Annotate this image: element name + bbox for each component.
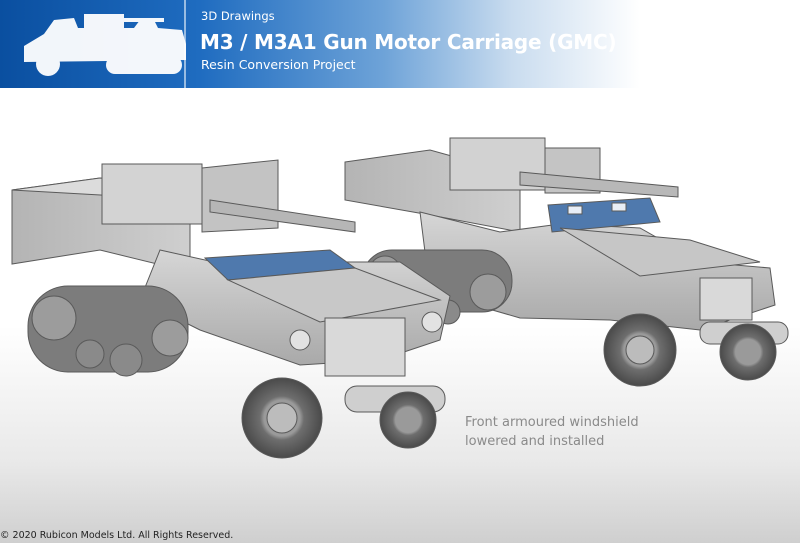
vehicle-right <box>344 137 789 387</box>
page-subtitle: Resin Conversion Project <box>201 57 356 72</box>
vehicle-left-far-wheel <box>379 391 437 449</box>
copyright-notice: © 2020 Rubicon Models Ltd. All Rights Re… <box>0 530 234 541</box>
vehicle-left-gun-shield-side <box>201 159 279 233</box>
vehicle-right-hood <box>559 227 761 277</box>
vehicle-left-gun-barrel <box>209 199 356 233</box>
header-eyebrow: 3D Drawings <box>201 9 275 23</box>
model-render <box>11 137 789 459</box>
halftrack-silhouette-icon <box>24 14 186 76</box>
vehicle-left <box>11 159 451 459</box>
vehicle-right-body <box>419 211 776 331</box>
annotation-line: Front armoured windshield <box>465 415 639 430</box>
vehicle-right-gun-barrel <box>519 171 679 198</box>
vehicle-right-viewport <box>567 205 583 215</box>
vehicle-left-track <box>27 285 189 377</box>
vehicle-left-hood <box>226 267 442 323</box>
banner-divider <box>184 0 186 88</box>
windshield-annotation: Front armoured windshield lowered and in… <box>465 413 685 451</box>
vehicle-left-grille <box>324 317 406 377</box>
annotation-line: lowered and installed <box>465 434 605 449</box>
vehicle-left-headlight <box>289 311 443 351</box>
vehicle-right-far-wheel <box>719 323 777 381</box>
header-banner: 3D Drawings M3 / M3A1 Gun Motor Carriage… <box>0 0 800 88</box>
vehicle-right-windshield <box>547 197 661 233</box>
page-title: M3 / M3A1 Gun Motor Carriage (GMC) <box>200 30 617 54</box>
vehicle-right-grille <box>699 277 753 321</box>
vehicle-right-viewport <box>611 202 627 212</box>
vehicle-left-gun-shield <box>101 163 203 225</box>
